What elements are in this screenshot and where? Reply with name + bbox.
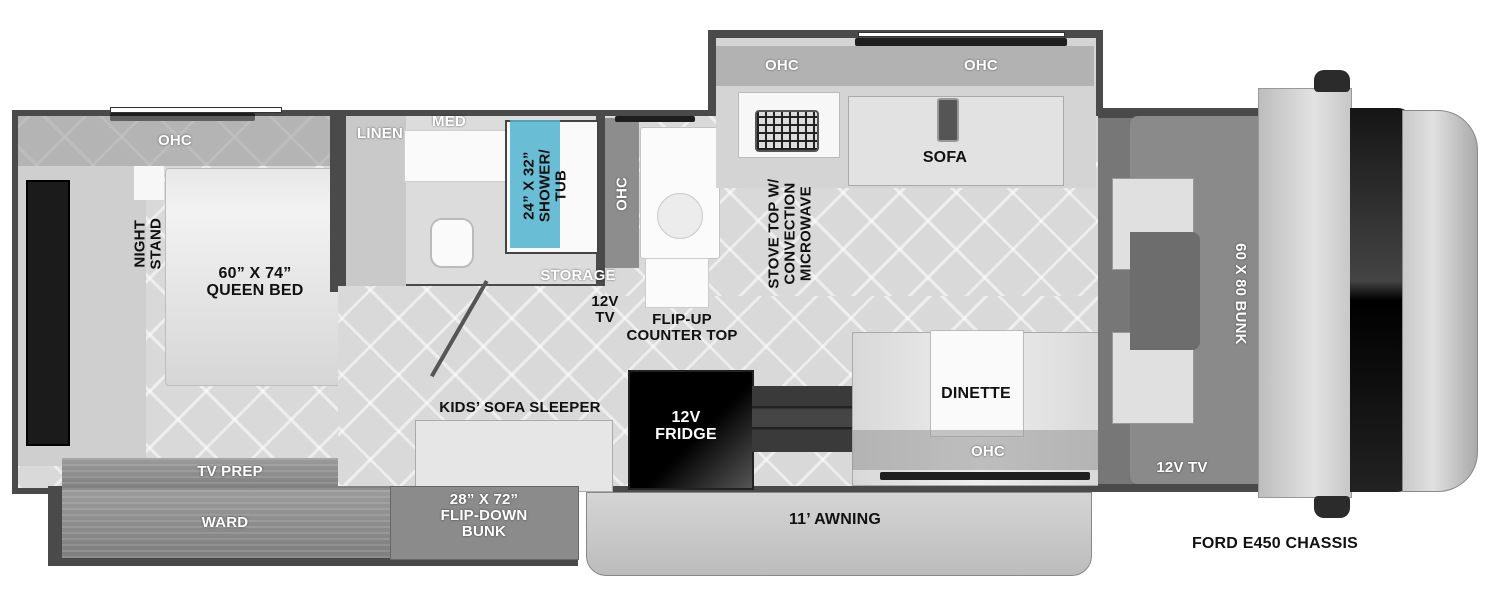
galley-tv-label: 12V TV xyxy=(591,293,619,326)
flip-down-bunk xyxy=(390,486,579,560)
wardrobe-label: WARD xyxy=(201,514,249,531)
flip-down-bunk-label: 28” X 72” FLIP-DOWN BUNK xyxy=(440,491,528,540)
bedroom-ohc-label: OHC xyxy=(158,132,192,149)
kitchen-ohc xyxy=(716,46,1094,86)
toilet xyxy=(430,218,474,268)
night-stand xyxy=(134,166,164,200)
dinette-window-shade xyxy=(880,472,1090,480)
front-hood xyxy=(1402,110,1478,492)
kids-sofa-sleeper-label: KIDS’ SOFA SLEEPER xyxy=(439,399,601,416)
galley-ohc-label: OHC xyxy=(613,176,631,211)
cab-tv-label: 12V TV xyxy=(1156,459,1208,476)
hood xyxy=(1258,88,1352,498)
kids-sofa xyxy=(415,420,613,492)
dinette-ohc-label: OHC xyxy=(971,443,1005,460)
galley-window-shade xyxy=(615,116,695,122)
galley-overhead-cabinet xyxy=(605,118,639,268)
bedroom-window xyxy=(110,107,282,113)
entry-steps xyxy=(752,386,852,452)
windshield xyxy=(1350,108,1412,492)
mirror-bottom xyxy=(1314,496,1350,518)
awning xyxy=(586,492,1092,576)
awning-label: 11’ AWNING xyxy=(788,511,882,528)
chassis-label: FORD E450 CHASSIS xyxy=(1191,535,1359,552)
bedroom-overhead-cabinet xyxy=(18,116,333,166)
sofa-label: SOFA xyxy=(922,149,968,166)
linen-cabinet xyxy=(346,116,406,286)
sofa-ohc-label: OHC xyxy=(964,57,998,74)
main-wall-bottom xyxy=(580,486,1140,492)
sofa-window xyxy=(858,32,1065,37)
fridge-label: 12V FRIDGE xyxy=(655,409,717,443)
sofa-window-shade xyxy=(855,38,1067,46)
dinette-table xyxy=(930,330,1024,437)
main-wall-top xyxy=(600,110,710,116)
wardrobe xyxy=(62,490,394,558)
mirror-top xyxy=(1314,70,1350,92)
shower-tub-label: 24” X 32” SHOWER/ TUB xyxy=(520,149,569,223)
shower-highlight xyxy=(510,120,560,248)
bedroom-tv-panel xyxy=(26,180,70,446)
stove-microwave-label: STOVE TOP W/ CONVECTION MICROWAVE xyxy=(765,178,814,289)
flip-up-counter-label: FLIP-UP COUNTER TOP xyxy=(626,311,738,344)
stove-top-icon xyxy=(755,110,819,152)
storage-label: STORAGE xyxy=(540,267,616,284)
dinette-label: DINETTE xyxy=(941,385,1011,402)
sofa-control-icon xyxy=(937,98,959,142)
linen-label: LINEN xyxy=(357,125,403,142)
queen-bed-label: 60” X 74” QUEEN BED xyxy=(206,265,304,299)
night-stand-label: NIGHT STAND xyxy=(131,217,164,270)
med-label: MED xyxy=(432,113,466,130)
tv-prep-label: TV PREP xyxy=(197,463,263,480)
cab-bunk-label: 60 X 80 BUNK xyxy=(1231,243,1249,345)
tv-prep-cabinet xyxy=(62,458,392,490)
dinette-ohc xyxy=(852,430,1132,470)
flip-up-counter xyxy=(645,258,709,308)
fridge xyxy=(628,370,754,490)
kitchen-ohc-label: OHC xyxy=(765,57,799,74)
bath-vanity xyxy=(404,130,511,182)
galley-sink xyxy=(657,193,703,239)
bunk-cutout xyxy=(1130,232,1200,350)
